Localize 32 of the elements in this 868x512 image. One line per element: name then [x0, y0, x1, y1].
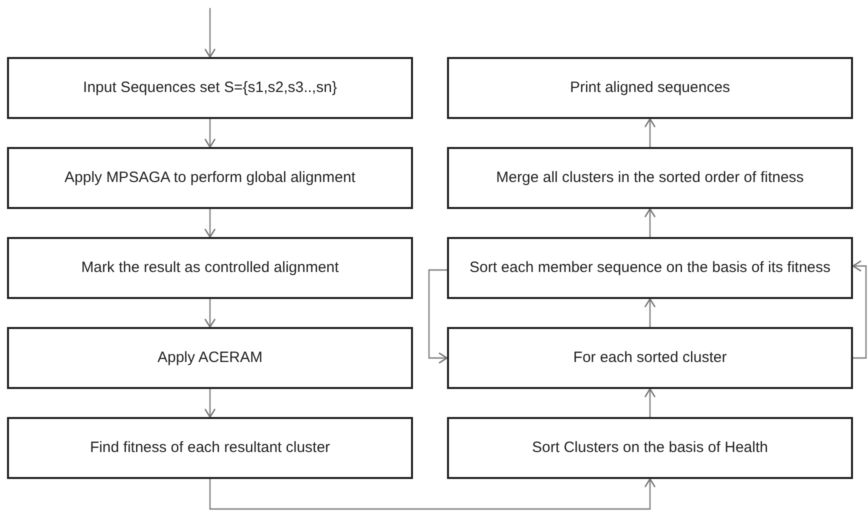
arrow [204, 299, 216, 328]
arrow [428, 269, 448, 364]
step-text: Find fitness of each resultant cluster [90, 438, 330, 458]
process-box [7, 147, 413, 209]
step-text: Apply ACERAM [157, 348, 263, 368]
arrow [209, 478, 656, 510]
process-box [447, 417, 853, 479]
process-box [7, 57, 413, 119]
arrow [644, 298, 656, 327]
step-text: Input Sequences set S={s1,s2,s3..,sn} [83, 78, 337, 98]
step-text: Apply MPSAGA to perform global alignment [64, 168, 356, 188]
process-box [447, 147, 853, 209]
process-box [7, 327, 413, 389]
arrow [852, 260, 867, 359]
process-box [7, 237, 413, 299]
arrow [644, 118, 656, 147]
process-box [447, 57, 853, 119]
arrow [204, 209, 216, 238]
step-text: For each sorted cluster [573, 348, 727, 368]
arrow [644, 208, 656, 237]
step-text: Merge all clusters in the sorted order of fitness [496, 168, 804, 188]
arrow [204, 389, 216, 418]
arrow [204, 119, 216, 148]
process-box [447, 237, 853, 299]
process-box [7, 417, 413, 479]
step-text: Sort Clusters on the basis of Health [532, 438, 768, 458]
step-text: Sort each member sequence on the basis of its fitness [469, 258, 831, 278]
arrow [644, 388, 656, 417]
process-box [447, 327, 853, 389]
arrow [204, 8, 216, 58]
step-text: Print aligned sequences [570, 78, 730, 98]
step-text: Mark the result as controlled alignment [81, 258, 339, 278]
